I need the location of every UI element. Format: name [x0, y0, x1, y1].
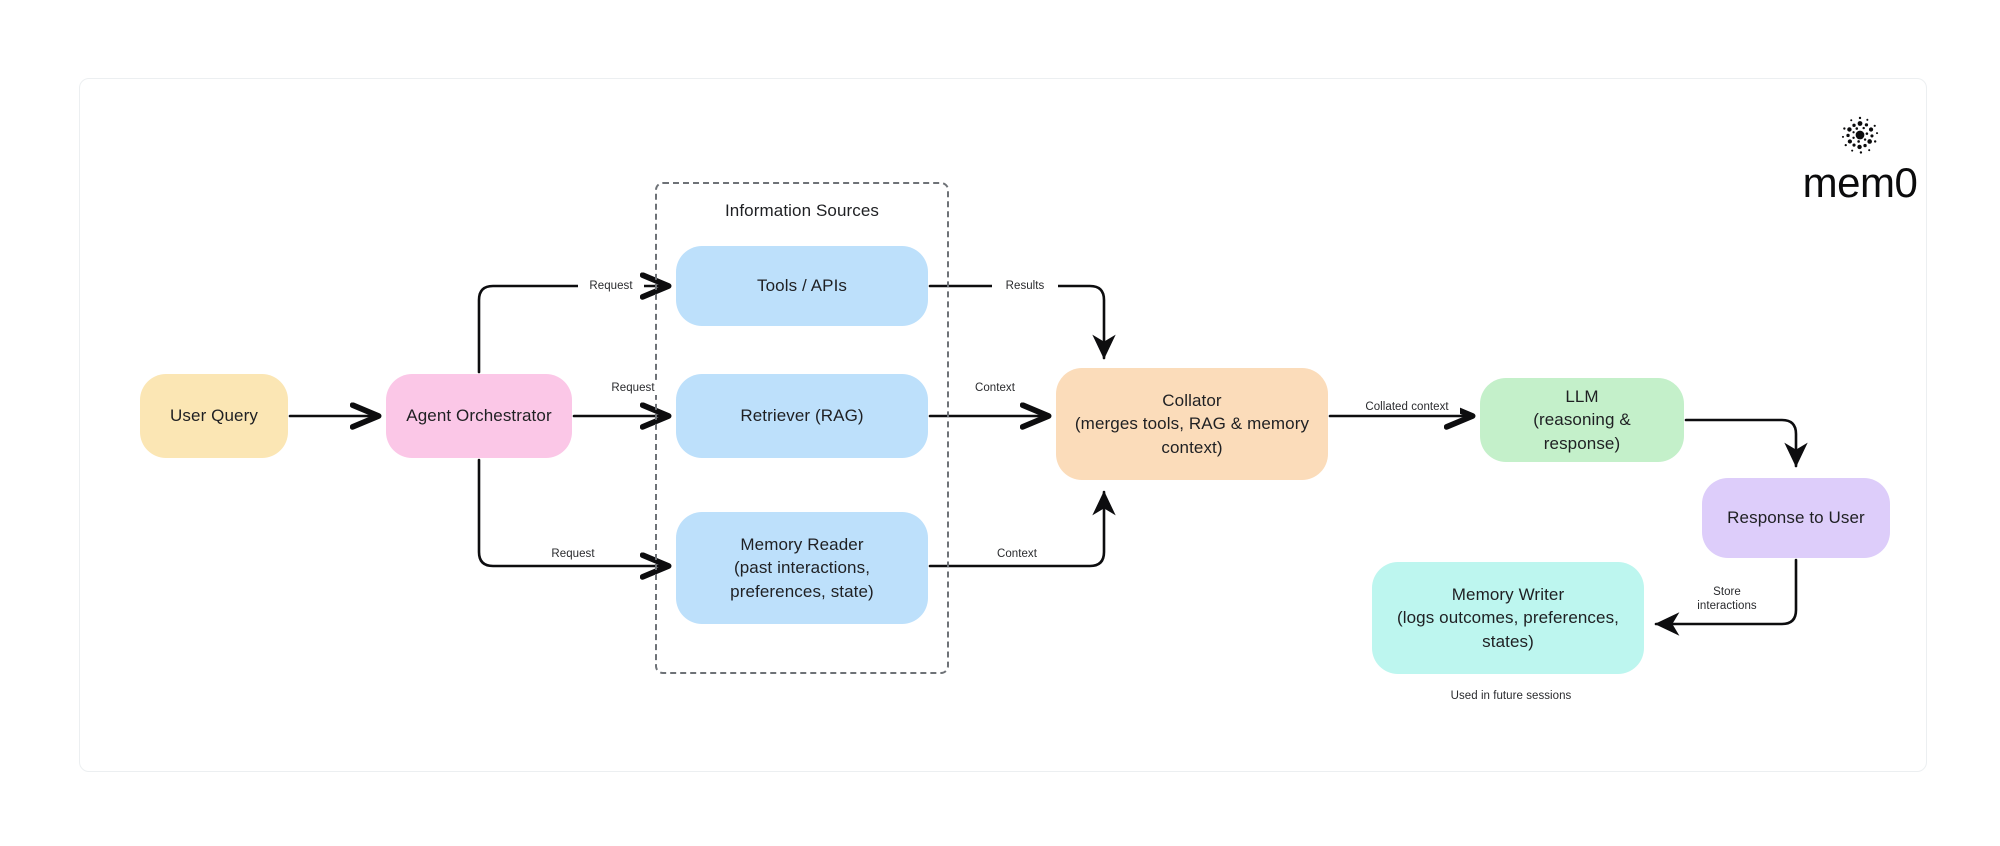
node-response-to-user[interactable]: Response to User: [1702, 478, 1890, 558]
edge-label-response-to-writer: Store interactions: [1688, 585, 1766, 614]
mem0-wordmark: mem0: [1802, 159, 1918, 206]
node-user-query[interactable]: User Query: [140, 374, 288, 458]
edge-label-agent-to-retriever: Request: [600, 381, 666, 396]
node-memory-reader[interactable]: Memory Reader (past interactions, prefer…: [676, 512, 928, 624]
node-memory-writer[interactable]: Memory Writer (logs outcomes, preference…: [1372, 562, 1644, 674]
brand-logo: mem0: [1780, 112, 1940, 204]
node-retriever-rag[interactable]: Retriever (RAG): [676, 374, 928, 458]
node-collator[interactable]: Collator (merges tools, RAG & memory con…: [1056, 368, 1328, 480]
node-agent-orchestrator[interactable]: Agent Orchestrator: [386, 374, 572, 458]
edge-label-agent-to-tools: Request: [578, 279, 644, 294]
node-tools-apis[interactable]: Tools / APIs: [676, 246, 928, 326]
node-llm[interactable]: LLM (reasoning & response): [1480, 378, 1684, 462]
edge-label-tools-to-collator: Results: [992, 279, 1058, 294]
information-sources-group: [655, 182, 949, 674]
information-sources-label: Information Sources: [724, 201, 880, 220]
edge-label-collator-to-llm: Collated context: [1354, 400, 1460, 415]
edge-label-memory-to-collator: Context: [984, 547, 1050, 562]
edge-label-agent-to-memory: Request: [540, 547, 606, 562]
edge-label-retriever-to-collator: Context: [962, 381, 1028, 396]
mem0-dot-burst-icon: [1841, 116, 1879, 154]
caption-used-in-future-sessions: Used in future sessions: [1372, 689, 1650, 704]
